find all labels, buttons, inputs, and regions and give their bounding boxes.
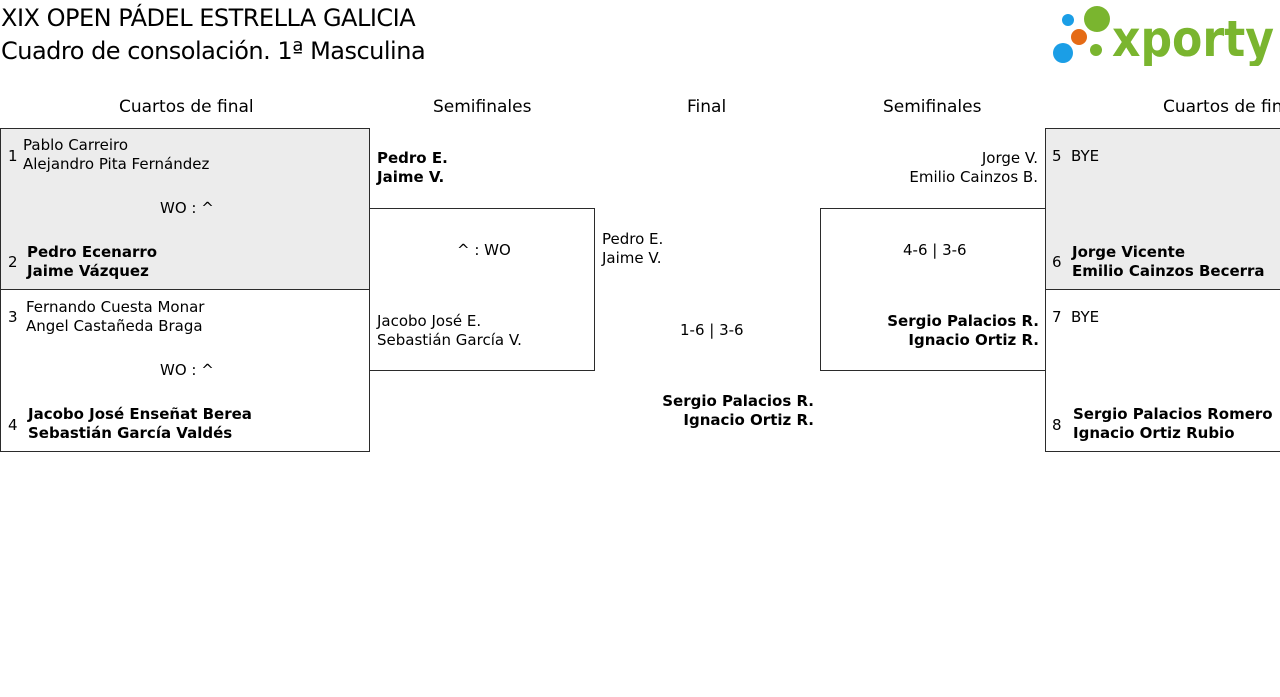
champion-player-name: Sergio Palacios R. xyxy=(662,392,814,410)
match-score: WO : ^ xyxy=(160,199,214,217)
round-header-right-sf: Semifinales xyxy=(883,97,982,117)
final-team-a: Pedro E. Jaime V. xyxy=(602,230,663,268)
round-header-right-qf: Cuartos de fin xyxy=(1163,97,1280,117)
winner-player-name: Sebastián García Valdés xyxy=(28,424,233,442)
player-name: Emilio Cainzos B. xyxy=(909,168,1038,186)
logo-dot-blue-bottom xyxy=(1053,43,1073,63)
seed-number: 7 xyxy=(1052,308,1062,326)
seed-number: 4 xyxy=(8,416,18,434)
winner-player-name: Pedro E. xyxy=(377,149,448,167)
right-qf-match-2[interactable]: 7 BYE 8 Sergio Palacios Romero Ignacio O… xyxy=(1045,289,1280,452)
right-qf-match-1[interactable]: 5 BYE 6 Jorge Vicente Emilio Cainzos Bec… xyxy=(1045,128,1280,290)
round-header-left-qf: Cuartos de final xyxy=(119,97,254,117)
logo-dot-green-small xyxy=(1090,44,1102,56)
seed-number: 1 xyxy=(8,147,18,165)
winner-player-name: Jorge Vicente xyxy=(1072,243,1185,261)
logo-dot-green xyxy=(1084,6,1110,32)
seed-number: 8 xyxy=(1052,416,1062,434)
seed-number: 5 xyxy=(1052,147,1062,165)
left-qf-match-1[interactable]: 1 Pablo Carreiro Alejandro Pita Fernánde… xyxy=(0,128,370,290)
winner-player-name: Jaime Vázquez xyxy=(27,262,149,280)
winner-player-name: Ignacio Ortiz R. xyxy=(908,331,1039,349)
seed-number: 2 xyxy=(8,253,18,271)
left-qf-match-2[interactable]: 3 Fernando Cuesta Monar Angel Castañeda … xyxy=(0,289,370,452)
champion-player-name: Ignacio Ortiz R. xyxy=(683,411,814,429)
page-subtitle: Cuadro de consolación. 1ª Masculina xyxy=(1,37,426,65)
logo-wordmark: xporty xyxy=(1112,10,1274,66)
round-header-left-sf: Semifinales xyxy=(433,97,532,117)
round-header-final: Final xyxy=(687,97,727,117)
player-name: Jorge V. xyxy=(981,149,1038,167)
winner-player-name: Jaime V. xyxy=(377,168,445,186)
winner-player-name: Emilio Cainzos Becerra xyxy=(1072,262,1265,280)
left-sf-team-a: Pedro E. Jaime V. xyxy=(377,149,448,187)
bye-label: BYE xyxy=(1071,147,1100,165)
bye-label: BYE xyxy=(1071,308,1100,326)
player-name: Angel Castañeda Braga xyxy=(26,317,203,335)
right-sf-team-b: Sergio Palacios R. Ignacio Ortiz R. xyxy=(887,312,1039,350)
left-sf-match[interactable]: ^ : WO Jacobo José E. Sebastián García V… xyxy=(369,208,595,371)
player-name: Jaime V. xyxy=(602,249,662,267)
final-team-b: Sergio Palacios R. Ignacio Ortiz R. xyxy=(662,392,814,430)
final-score: 1-6 | 3-6 xyxy=(680,321,744,339)
player-name: Alejandro Pita Fernández xyxy=(23,155,210,173)
player-name: Jacobo José E. xyxy=(377,312,482,330)
page-title: XIX OPEN PÁDEL ESTRELLA GALICIA xyxy=(1,4,416,32)
player-name: Pedro E. xyxy=(602,230,664,248)
logo-dot-blue-top xyxy=(1062,14,1074,26)
winner-player-name: Pedro Ecenarro xyxy=(27,243,158,261)
winner-player-name: Ignacio Ortiz Rubio xyxy=(1073,424,1235,442)
seed-number: 6 xyxy=(1052,253,1062,271)
winner-player-name: Sergio Palacios Romero xyxy=(1073,405,1273,423)
seed-number: 3 xyxy=(8,308,18,326)
match-score: WO : ^ xyxy=(160,361,214,379)
xporty-logo: xporty xyxy=(1052,4,1278,68)
match-score: ^ : WO xyxy=(457,241,511,259)
winner-player-name: Jacobo José Enseñat Berea xyxy=(28,405,252,423)
player-name: Fernando Cuesta Monar xyxy=(26,298,205,316)
winner-player-name: Sergio Palacios R. xyxy=(887,312,1039,330)
logo-dot-orange xyxy=(1071,29,1087,45)
player-name: Sebastián García V. xyxy=(377,331,522,349)
player-name: Pablo Carreiro xyxy=(23,136,129,154)
match-score: 4-6 | 3-6 xyxy=(903,241,967,259)
right-sf-match[interactable]: 4-6 | 3-6 Sergio Palacios R. Ignacio Ort… xyxy=(820,208,1046,371)
right-sf-team-a: Jorge V. Emilio Cainzos B. xyxy=(909,149,1038,187)
